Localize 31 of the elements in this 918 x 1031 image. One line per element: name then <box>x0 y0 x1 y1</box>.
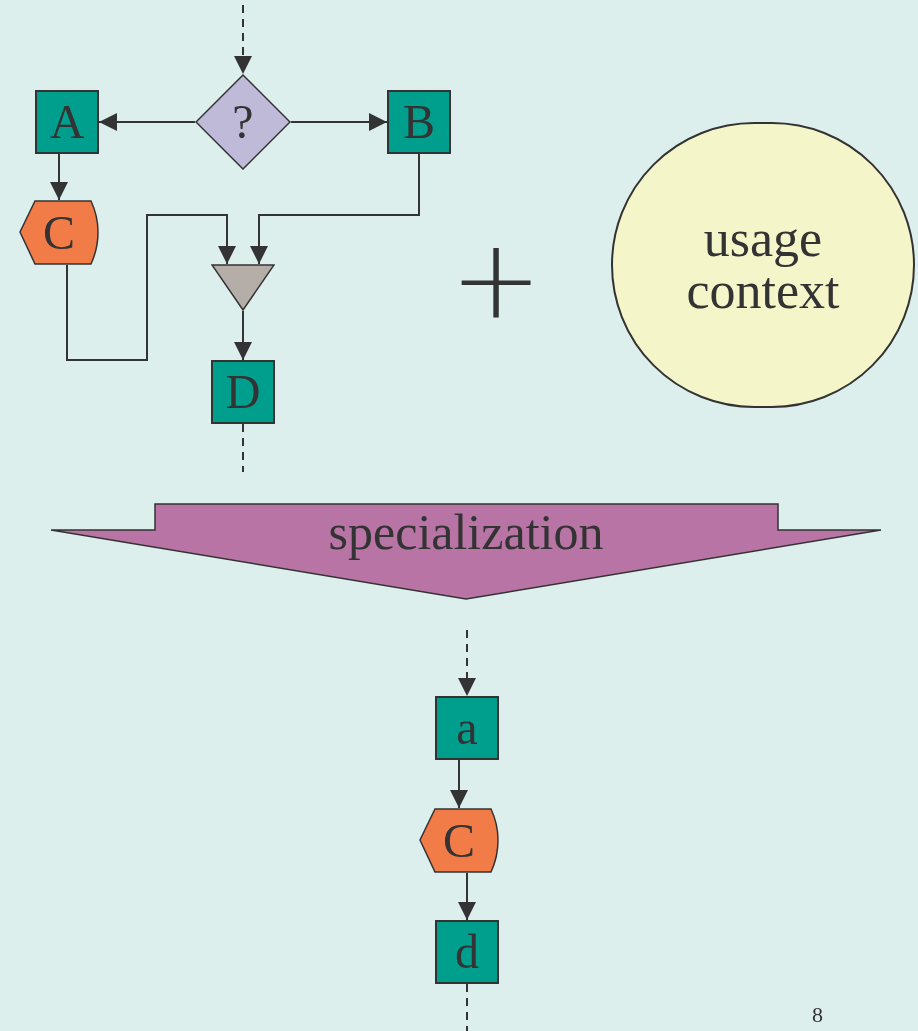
specialization-arrow <box>50 503 882 600</box>
node-label: C <box>43 208 75 257</box>
hexagon-node <box>19 200 99 265</box>
process-box <box>435 920 499 984</box>
arrow <box>50 153 68 201</box>
merge-triangle <box>211 264 275 311</box>
node-label: a <box>456 704 478 752</box>
process-box <box>211 360 275 424</box>
plus-sign: + <box>450 225 543 335</box>
process-box <box>387 90 451 154</box>
node-label: D <box>225 368 261 416</box>
arrow <box>450 759 468 809</box>
node-label: B <box>403 98 435 146</box>
arrow <box>458 872 476 921</box>
arrow <box>234 4 252 75</box>
arrow <box>234 310 252 361</box>
node-label: C <box>443 816 475 865</box>
page-number: 8 <box>812 1004 823 1026</box>
node-label: A <box>49 98 85 146</box>
arrow <box>66 214 236 361</box>
arrow <box>290 113 388 131</box>
node-label: usage context <box>685 213 841 317</box>
hexagon-node <box>419 808 499 873</box>
process-box <box>435 696 499 760</box>
process-box <box>35 90 99 154</box>
decision-diamond <box>195 74 291 170</box>
arrow <box>98 113 196 131</box>
arrow <box>458 629 476 697</box>
node-label: d <box>455 928 479 976</box>
node-label: ? <box>232 98 254 146</box>
arrow <box>250 153 420 265</box>
